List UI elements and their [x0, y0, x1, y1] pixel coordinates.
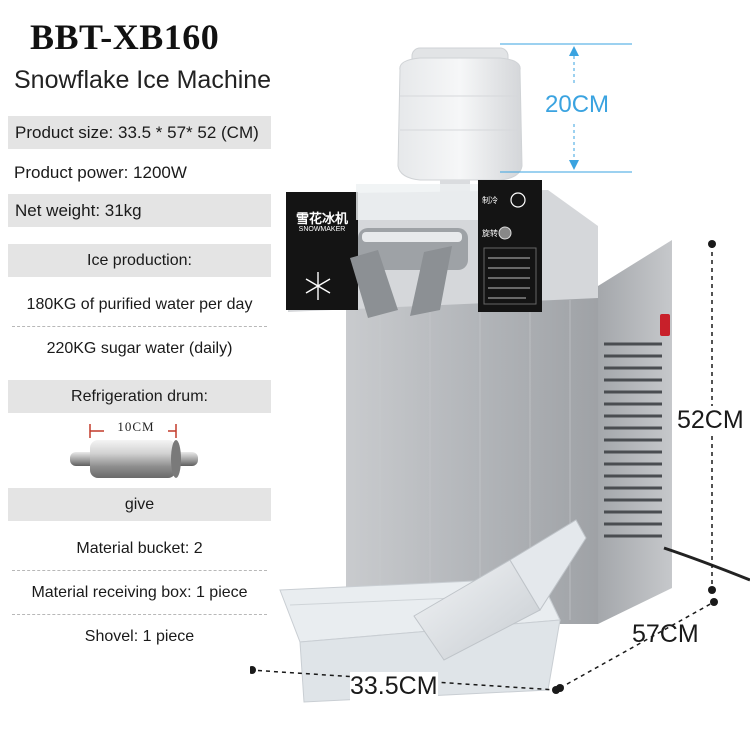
ice-machine-illustration: [250, 43, 750, 703]
ice-purified-water: 180KG of purified water per day: [26, 296, 253, 313]
divider: [12, 570, 267, 571]
ice-sugar-water: 220KG sugar water (daily): [46, 340, 233, 357]
divider: [12, 326, 267, 327]
brand-cn-label: 雪花冰机: [295, 211, 348, 226]
give-heading: give: [8, 488, 271, 521]
width-label: 33.5CM: [350, 672, 438, 701]
side-vents: [604, 342, 662, 538]
accessory-box: Material receiving box: 1 piece: [31, 584, 248, 601]
drum-size-label: 10CM: [104, 419, 168, 435]
height-dimension: [708, 240, 716, 594]
machine-side-panel: [598, 240, 672, 624]
spec-weight: Net weight: 31kg: [8, 194, 271, 227]
divider: [12, 614, 267, 615]
cooling-label: 制冷: [482, 196, 498, 205]
accessory-shovel: Shovel: 1 piece: [84, 628, 195, 645]
ice-shovel: [413, 519, 587, 661]
control-panel: [478, 180, 542, 312]
brand-en-label: SNOWMAKER: [298, 226, 346, 233]
drum-heading: Refrigeration drum:: [8, 380, 271, 413]
water-bucket: [397, 47, 523, 192]
power-switch[interactable]: [660, 314, 670, 336]
bucket-height-label: 20CM: [545, 91, 610, 119]
height-label: 52CM: [677, 406, 744, 435]
spec-power: Product power: 1200W: [14, 163, 187, 182]
rotate-knob[interactable]: [498, 226, 512, 240]
snowflake-icon: [305, 272, 331, 300]
product-model: BBT-XB160: [30, 17, 220, 57]
snowflake-icon: [510, 192, 526, 208]
product-subtitle: Snowflake Ice Machine: [14, 66, 272, 94]
brand-panel: [286, 192, 358, 310]
refrigeration-drum-illustration: [70, 424, 198, 478]
depth-label: 57CM: [632, 620, 699, 648]
spec-size: Product size: 33.5 * 57* 52 (CM): [8, 116, 271, 149]
accessory-bucket: Material bucket: 2: [76, 540, 203, 557]
ice-production-heading: Ice production:: [8, 244, 271, 277]
bucket-height-dimension: [500, 43, 632, 173]
rotate-label: 旋转: [482, 229, 498, 238]
